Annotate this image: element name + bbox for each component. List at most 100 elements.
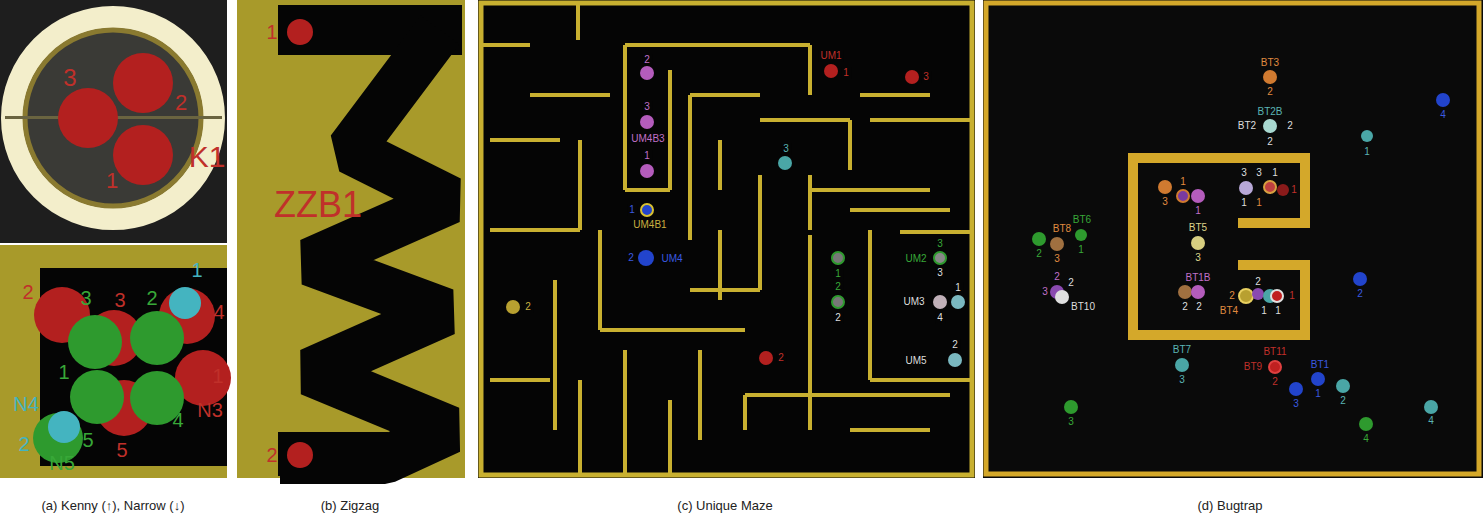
callout-label: BT8 <box>1053 224 1071 234</box>
callout-label: BT5 <box>1189 223 1207 233</box>
callout-label: 3 <box>1195 253 1201 263</box>
callout-label: 3 <box>1162 197 1168 207</box>
callout-label: 3 <box>1042 287 1048 297</box>
callout-label: 2 <box>1036 249 1042 259</box>
panel-caption: (d) Bugtrap <box>1197 499 1262 512</box>
callout-label: 2 <box>523 301 533 313</box>
callout-label: UM2 <box>903 253 928 265</box>
callout-label: N4 <box>13 394 39 414</box>
callout-label: 2 <box>1255 277 1261 287</box>
callout-label: N5 <box>49 453 75 473</box>
callout-label: K1 <box>189 142 226 172</box>
callout-label: 3 <box>781 143 791 155</box>
callout-label: 3 <box>935 267 945 279</box>
callout-label: 1 <box>212 366 223 386</box>
callout-label: 1 <box>833 268 843 280</box>
callout-label: 1 <box>1272 168 1278 178</box>
callout-label: 1 <box>106 170 118 192</box>
callout-label: 3 <box>1179 375 1185 385</box>
callout-label: 2 <box>175 92 187 114</box>
callout-label: 3 <box>1293 399 1299 409</box>
callout-label: 2 <box>1196 302 1202 312</box>
callout-label: UM4 <box>659 253 684 265</box>
callout-label: BT11 <box>1263 347 1286 357</box>
callout-label: 1 <box>1315 389 1321 399</box>
callout-label: 5 <box>116 440 127 460</box>
callout-label: UM4B1 <box>631 219 668 231</box>
panel-caption: (b) Zigzag <box>321 499 380 512</box>
callout-label: BT6 <box>1073 215 1091 225</box>
callout-label: 2 <box>833 281 843 293</box>
callout-label: 2 <box>1267 87 1273 97</box>
callout-label: 2 <box>1229 291 1235 301</box>
callout-label: 4 <box>935 312 945 324</box>
callout-label: 2 <box>833 312 843 324</box>
callout-label: 1 <box>953 282 963 294</box>
callout-label: 3 <box>935 238 945 250</box>
callout-label: 3 <box>80 288 91 308</box>
callout-label: 1 <box>266 22 277 42</box>
callout-label: 2 <box>1267 137 1273 147</box>
panel-caption: (a) Kenny (↑), Narrow (↓) <box>41 499 184 512</box>
callout-label: 2 <box>22 282 33 302</box>
callout-label: 4 <box>172 410 183 430</box>
callout-label: BT1B <box>1185 273 1210 283</box>
callout-label: 4 <box>1363 434 1369 444</box>
callout-label: 3 <box>642 101 652 113</box>
callout-label: BT2 <box>1238 121 1256 131</box>
callout-label: 1 <box>1261 306 1267 316</box>
callout-label: 3 <box>63 66 76 90</box>
callout-label: 2 <box>18 434 29 454</box>
callout-label: N3 <box>197 400 223 420</box>
callout-label: ZZB1 <box>274 187 362 223</box>
callout-label: 2 <box>950 339 960 351</box>
callout-label: 3 <box>1068 417 1074 427</box>
callout-label: 2 <box>1340 396 1346 406</box>
callout-label: BT3 <box>1261 58 1279 68</box>
callout-label: 2 <box>1357 289 1363 299</box>
callout-label: BT7 <box>1173 345 1191 355</box>
callout-label: 1 <box>1078 245 1084 255</box>
callout-label: 4 <box>1428 416 1434 426</box>
callout-label: 2 <box>1182 302 1188 312</box>
callout-label: 3 <box>1054 254 1060 264</box>
callout-label: UM3 <box>901 296 926 308</box>
panel-caption: (c) Unique Maze <box>677 499 772 512</box>
callout-label: 2 <box>1068 278 1074 288</box>
callout-label: 2 <box>146 288 157 308</box>
callout-label: 1 <box>1241 198 1247 208</box>
callout-label: 2 <box>1272 377 1278 387</box>
callout-label: 3 <box>1256 168 1262 178</box>
callout-label: 1 <box>627 204 637 216</box>
callout-label: UM4B3 <box>629 133 666 145</box>
callout-label: 3 <box>921 71 931 83</box>
callout-label: 1 <box>841 67 851 79</box>
callout-label: 1 <box>642 150 652 162</box>
callout-label: 1 <box>1256 198 1262 208</box>
callout-label: 2 <box>626 252 636 264</box>
callout-label: 1 <box>1291 185 1297 195</box>
callout-label: 1 <box>1275 306 1281 316</box>
callout-label: UM5 <box>903 355 928 367</box>
callout-label: 2 <box>1054 272 1060 282</box>
callout-label: BT10 <box>1071 302 1095 312</box>
callout-label: BT4 <box>1220 306 1238 316</box>
callout-label: 1 <box>58 362 69 382</box>
callout-label: UM1 <box>818 50 843 62</box>
callout-label: 1 <box>1180 177 1186 187</box>
callout-label: 3 <box>1241 168 1247 178</box>
callout-label: 1 <box>191 260 202 280</box>
callout-label: 4 <box>1440 110 1446 120</box>
callout-label: 1 <box>1195 206 1201 216</box>
callout-label: 2 <box>1287 121 1293 131</box>
callout-label: 1 <box>1364 147 1370 157</box>
callout-label: 2 <box>776 352 786 364</box>
callout-label: 1 <box>1289 291 1295 301</box>
callout-label: 2 <box>266 445 277 465</box>
callout-label: 4 <box>213 302 224 322</box>
callout-label: 2 <box>642 54 652 66</box>
callout-label: BT1 <box>1311 360 1329 370</box>
